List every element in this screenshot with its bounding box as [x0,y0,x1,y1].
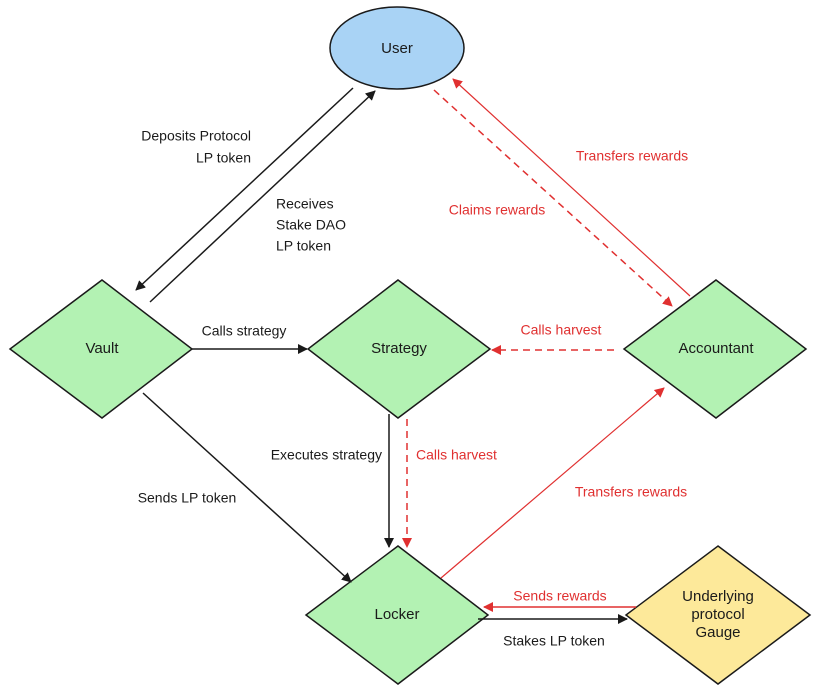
strategy-diamond [306,279,492,419]
user-node[interactable]: User [329,6,465,90]
gauge-node[interactable]: Underlying protocol Gauge [624,545,812,685]
sends-lp-token-arrow [142,392,352,583]
receives-label-line1: Receives [276,196,334,212]
accountant-node[interactable]: Accountant [622,279,808,419]
sends-lp-token-label: Sends LP token [138,490,237,506]
deposits-label-line2: LP token [196,150,251,166]
receives-label-line2: Stake DAO [276,217,346,233]
accountant-diamond [622,279,808,419]
locker-label: Locker [374,606,419,623]
transfers-rewards-user-label: Transfers rewards [576,148,688,164]
gauge-label-line1: Underlying [682,588,754,605]
calls-harvest-locker-label: Calls harvest [416,447,497,463]
transfers-rewards-accountant-label: Transfers rewards [575,484,687,500]
transfers-rewards-user-arrow [452,78,691,297]
strategy-label: Strategy [371,340,427,357]
stakes-lp-token-label: Stakes LP token [503,633,605,649]
vault-diamond [8,279,194,419]
strategy-node[interactable]: Strategy [306,279,492,419]
sends-rewards-label: Sends rewards [513,588,606,604]
transfers-rewards-accountant-arrow [440,387,665,579]
gauge-diamond [624,545,812,685]
claims-rewards-label: Claims rewards [449,202,545,218]
gauge-label-line3: Gauge [695,624,740,641]
locker-diamond [304,545,490,685]
executes-strategy-label: Executes strategy [271,447,382,463]
calls-strategy-label: Calls strategy [202,323,287,339]
gauge-label-line2: protocol [691,606,744,623]
user-label: User [381,40,413,57]
locker-node[interactable]: Locker [304,545,490,685]
claims-rewards-arrow [433,89,673,307]
receives-arrow [149,90,376,303]
vault-label: Vault [85,340,119,357]
calls-harvest-strategy-label: Calls harvest [521,322,602,338]
deposits-arrow [135,87,354,291]
accountant-label: Accountant [678,340,754,357]
user-ellipse [329,6,465,90]
receives-label-line3: LP token [276,238,331,254]
vault-node[interactable]: Vault [8,279,194,419]
deposits-label-line1: Deposits Protocol [141,128,251,144]
